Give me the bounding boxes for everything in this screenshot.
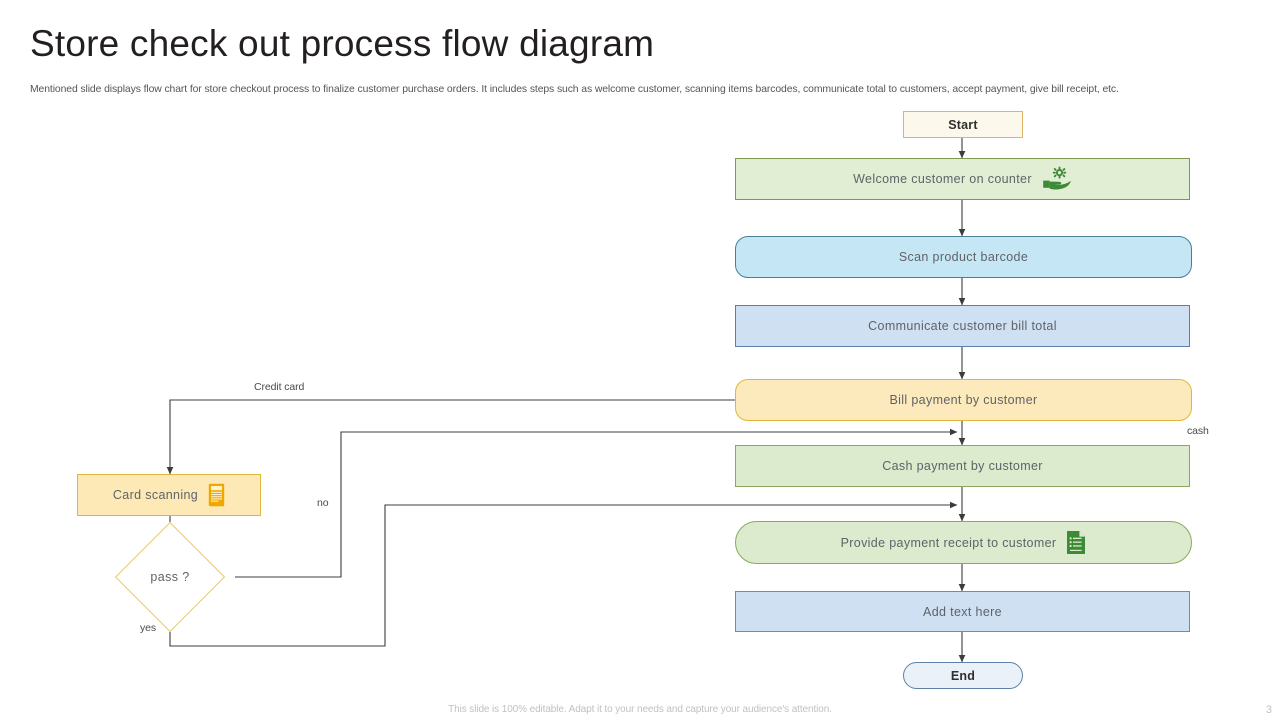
flow-node-add-text-label: Add text here — [923, 604, 1002, 619]
edge-label-no: no — [317, 497, 329, 509]
receipt-document-icon — [1066, 530, 1086, 555]
flow-node-communicate[interactable]: Communicate customer bill total — [735, 305, 1190, 347]
flow-node-receipt[interactable]: Provide payment receipt to customer — [735, 521, 1192, 564]
card-scan-icon — [208, 483, 225, 507]
edge-label-credit-card: Credit card — [254, 381, 305, 393]
flow-node-welcome-label: Welcome customer on counter — [853, 172, 1032, 186]
flow-node-scan-label: Scan product barcode — [898, 250, 1029, 264]
flow-node-communicate-label: Communicate customer bill total — [868, 319, 1057, 333]
flow-node-card-scanning[interactable]: Card scanning — [77, 474, 261, 516]
page-title: Store check out process flow diagram — [30, 23, 655, 64]
edge-label-yes: yes — [140, 622, 157, 634]
flow-node-bill-payment-label: Bill payment by customer — [889, 393, 1038, 407]
flow-node-bill-payment[interactable]: Bill payment by customer — [735, 379, 1192, 421]
flow-node-receipt-label: Provide payment receipt to customer — [840, 535, 1057, 550]
flow-node-card-scanning-label: Card scanning — [112, 488, 199, 502]
flow-node-end-label: End — [950, 668, 976, 683]
edge-label-cash: cash — [1187, 425, 1209, 437]
footer-note: This slide is 100% editable. Adapt it to… — [448, 704, 832, 715]
page-subtitle: Mentioned slide displays flow chart for … — [30, 84, 1119, 95]
page-number: 3 — [1265, 704, 1272, 716]
flow-node-start-label: Start — [948, 117, 978, 132]
flow-node-cash-payment-label: Cash payment by customer — [882, 459, 1043, 473]
flow-node-cash-payment[interactable]: Cash payment by customer — [735, 445, 1190, 487]
flow-node-welcome[interactable]: Welcome customer on counter — [735, 158, 1190, 200]
flow-node-end[interactable]: End — [903, 662, 1023, 689]
flow-node-scan[interactable]: Scan product barcode — [735, 236, 1192, 278]
flow-node-start[interactable]: Start — [903, 111, 1023, 138]
flow-node-add-text[interactable]: Add text here — [735, 591, 1190, 632]
hand-gear-icon — [1042, 166, 1072, 192]
flow-node-decision-label: pass ? — [150, 570, 190, 584]
